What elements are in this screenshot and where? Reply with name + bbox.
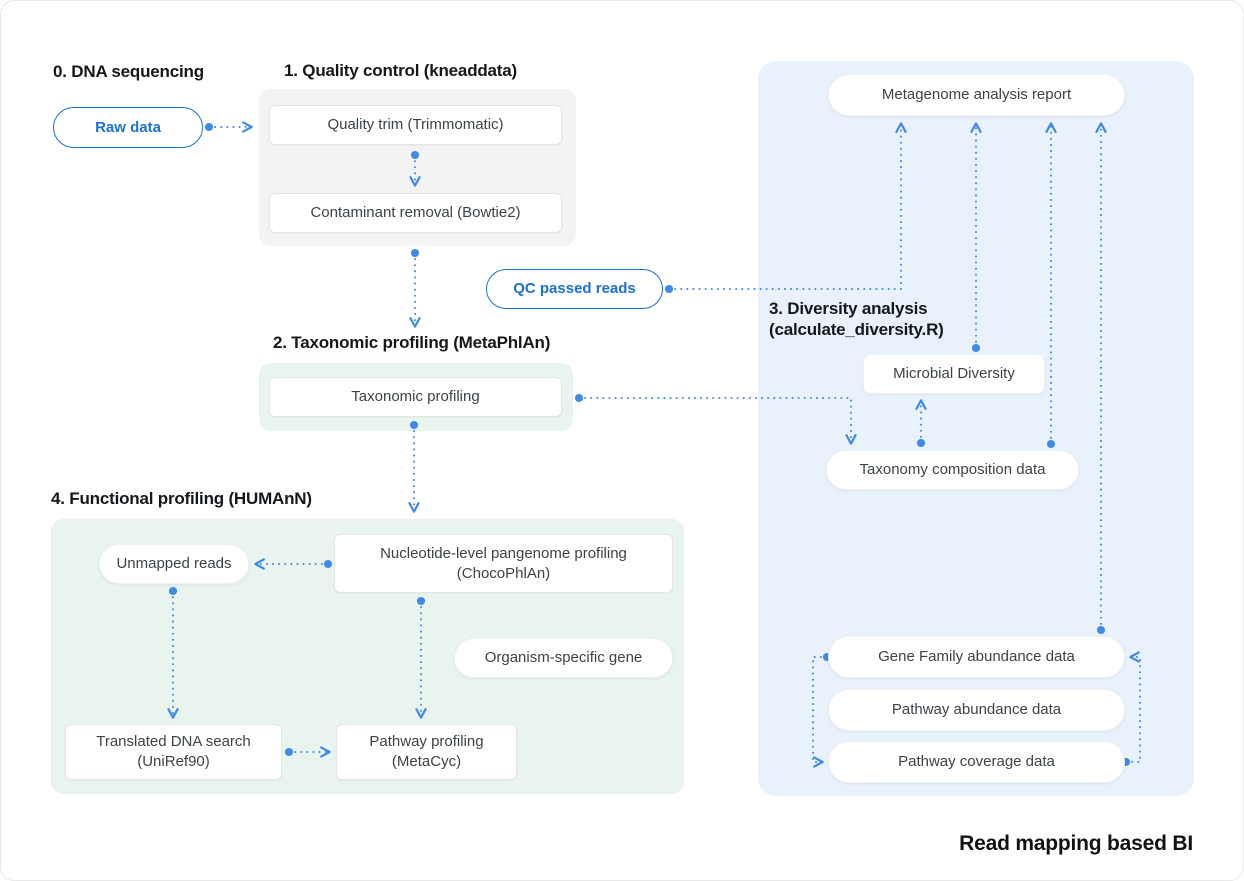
- node-translated-dna-search: Translated DNA search (UniRef90): [65, 724, 282, 780]
- node-gene-family-abundance: Gene Family abundance data: [828, 636, 1125, 678]
- section-1-title: 1. Quality control (kneaddata): [284, 61, 517, 80]
- node-text-line: Translated DNA search: [96, 733, 251, 750]
- section-3-title-line1: 3. Diversity analysis: [769, 299, 928, 318]
- node-raw-data: Raw data: [53, 107, 203, 148]
- section-4-title: 4. Functional profiling (HUMAnN): [51, 489, 312, 508]
- section-2-title: 2. Taxonomic profiling (MetaPhlAn): [273, 333, 551, 352]
- diversity-analysis-panel: [758, 61, 1194, 796]
- node-text-line: Nucleotide-level pangenome profiling: [380, 544, 627, 562]
- node-qc-passed-reads: QC passed reads: [486, 269, 663, 309]
- node-organism-specific-gene: Organism-specific gene: [454, 638, 673, 678]
- section-3-title-line2: (calculate_diversity.R): [769, 320, 944, 339]
- node-metagenome-report: Metagenome analysis report: [828, 74, 1125, 116]
- node-text-line: (UniRef90): [137, 753, 210, 770]
- section-3-title: 3. Diversity analysis (calculate_diversi…: [769, 298, 944, 340]
- node-pathway-abundance: Pathway abundance data: [828, 689, 1125, 731]
- node-pathway-coverage: Pathway coverage data: [828, 741, 1125, 783]
- node-taxonomic-profiling: Taxonomic profiling: [269, 377, 562, 417]
- node-unmapped-reads: Unmapped reads: [99, 544, 249, 584]
- node-quality-trim: Quality trim (Trimmomatic): [269, 105, 562, 145]
- node-contaminant-removal: Contaminant removal (Bowtie2): [269, 193, 562, 233]
- node-text-line: (ChocoPhlAn): [456, 564, 551, 582]
- node-nucleotide-pangenome-profiling: Nucleotide-level pangenome profiling (Ch…: [334, 534, 673, 593]
- node-text-line: (MetaCyc): [391, 753, 462, 770]
- diagram-caption: Read mapping based BI: [959, 832, 1193, 855]
- node-microbial-diversity: Microbial Diversity: [863, 354, 1045, 394]
- section-0-title: 0. DNA sequencing: [53, 62, 204, 81]
- node-text-line: Pathway profiling: [369, 733, 484, 750]
- node-taxonomy-composition: Taxonomy composition data: [826, 450, 1079, 490]
- node-pathway-profiling: Pathway profiling (MetaCyc): [336, 724, 517, 780]
